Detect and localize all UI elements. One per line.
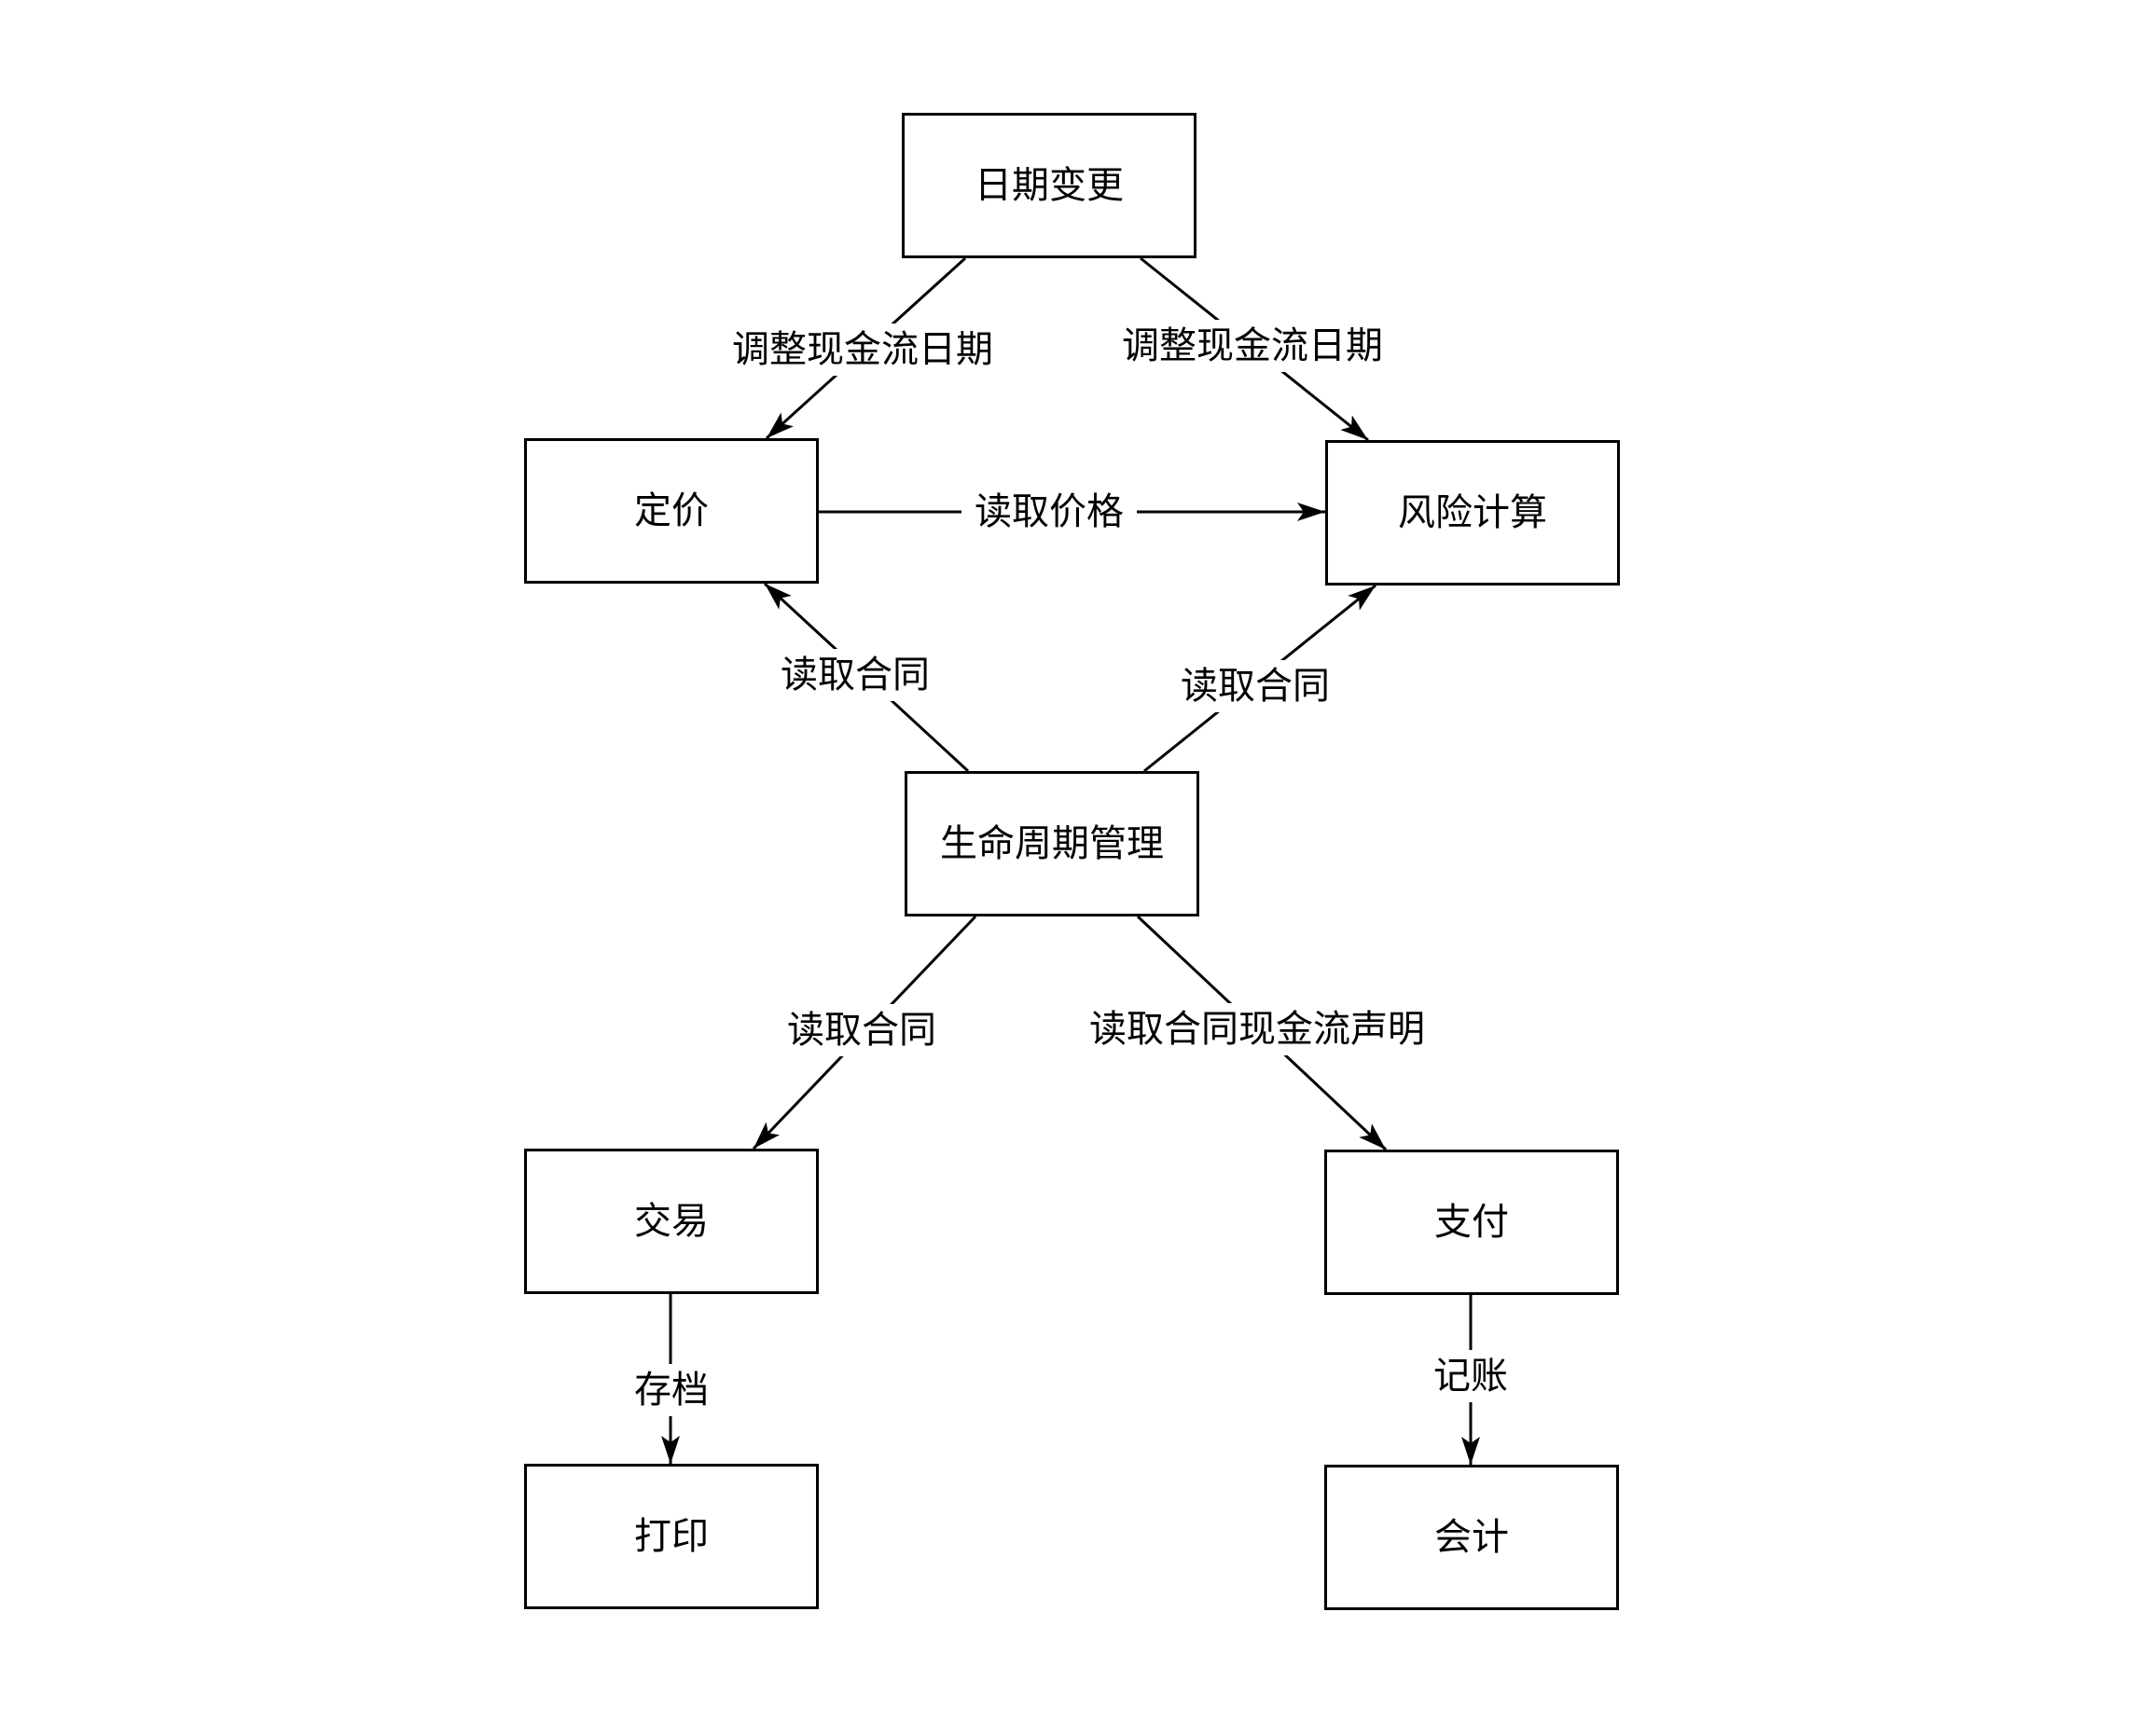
node-payment: 支付 [1324,1150,1619,1295]
node-trading: 交易 [524,1149,819,1294]
node-risk-calculation-label: 风险计算 [1398,492,1547,533]
node-lifecycle-management: 生命周期管理 [905,771,1199,916]
node-date-change-label: 日期变更 [975,165,1124,206]
edge-label-read-contract-cashflow-statement: 读取合同现金流声明 [1076,1003,1438,1055]
node-accounting: 会计 [1324,1465,1619,1610]
edge-label-read-contract-upper-right: 读取合同 [1168,660,1343,712]
node-risk-calculation: 风险计算 [1325,440,1620,586]
edge-label-adjust-cashflow-dates-right: 调整现金流日期 [1109,320,1396,372]
node-accounting-label: 会计 [1434,1517,1509,1558]
edge-label-read-price: 读取价格 [961,486,1137,538]
edge-label-bookkeeping: 记账 [1420,1350,1521,1402]
edge-label-adjust-cashflow-dates-left: 调整现金流日期 [719,324,1006,376]
node-payment-label: 支付 [1434,1202,1509,1243]
edge-label-archive: 存档 [621,1364,722,1416]
node-pricing-label: 定价 [634,490,709,531]
node-printing-label: 打印 [634,1516,709,1557]
node-printing: 打印 [524,1464,819,1609]
node-date-change: 日期变更 [902,113,1196,258]
edge-label-read-contract-lower-left: 读取合同 [774,1004,949,1056]
node-pricing: 定价 [524,438,819,584]
node-lifecycle-management-label: 生命周期管理 [940,823,1164,864]
node-trading-label: 交易 [634,1201,709,1242]
edge-label-read-contract-upper-left: 读取合同 [768,649,943,701]
